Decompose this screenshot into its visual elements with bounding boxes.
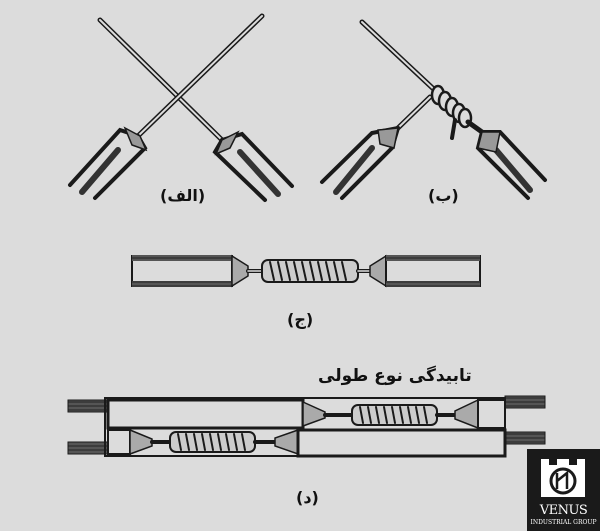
panel-d-longitudinal-splice bbox=[67, 395, 546, 458]
logo-name: VENUS bbox=[539, 503, 588, 518]
panel-a-crossed-wires bbox=[68, 13, 294, 202]
panel-b-label: (ب) bbox=[428, 186, 459, 205]
castle-emblem-icon bbox=[541, 459, 585, 497]
venus-logo: VENUS INDUSTRIAL GROUP bbox=[527, 449, 600, 531]
figure-title: تابیدگی نوع طولی bbox=[318, 366, 472, 386]
logo-subtitle: INDUSTRIAL GROUP bbox=[530, 519, 597, 526]
panel-c-label: (ج) bbox=[287, 310, 314, 329]
panel-c-inline-splice bbox=[131, 254, 481, 288]
panel-b-twisted-wire bbox=[320, 19, 547, 200]
panel-d-label: (د) bbox=[296, 488, 319, 507]
panel-a-label: (الف) bbox=[160, 186, 206, 205]
